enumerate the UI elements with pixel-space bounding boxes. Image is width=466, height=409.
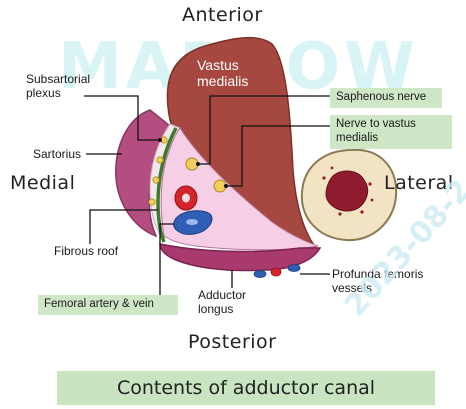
femoral-vein-lumen <box>186 219 198 225</box>
diagram-caption: Contents of adductor canal <box>57 371 435 405</box>
label-posterior: Posterior <box>188 331 276 353</box>
label-fibrous-roof: Fibrous roof <box>54 244 118 258</box>
leader-dot-saphenous <box>196 162 200 166</box>
bone-marrow <box>326 171 368 211</box>
label-anterior: Anterior <box>182 4 263 26</box>
label-femoral-artery-vein: Femoral artery & vein <box>38 295 178 315</box>
profunda-femoris-vein-1 <box>254 271 266 278</box>
label-adductor-longus: Adductor longus <box>198 288 268 316</box>
label-medial: Medial <box>10 172 75 194</box>
label-saphenous-nerve: Saphenous nerve <box>330 88 442 108</box>
leader-dot-nerve-vm <box>224 184 228 188</box>
label-vastus-medialis: Vastus medialis <box>197 57 267 89</box>
profunda-femoris-vein-2 <box>288 265 300 272</box>
femoral-artery-lumen <box>182 194 190 203</box>
label-sartorius: Sartorius <box>33 147 81 161</box>
profunda-femoris-artery <box>271 268 281 276</box>
label-subsartorial-plexus: Subsartorial plexus <box>26 72 106 100</box>
label-nerve-to-vastus-medialis: Nerve to vastus medialis <box>330 115 452 149</box>
leader-dot-plexus <box>158 138 162 142</box>
